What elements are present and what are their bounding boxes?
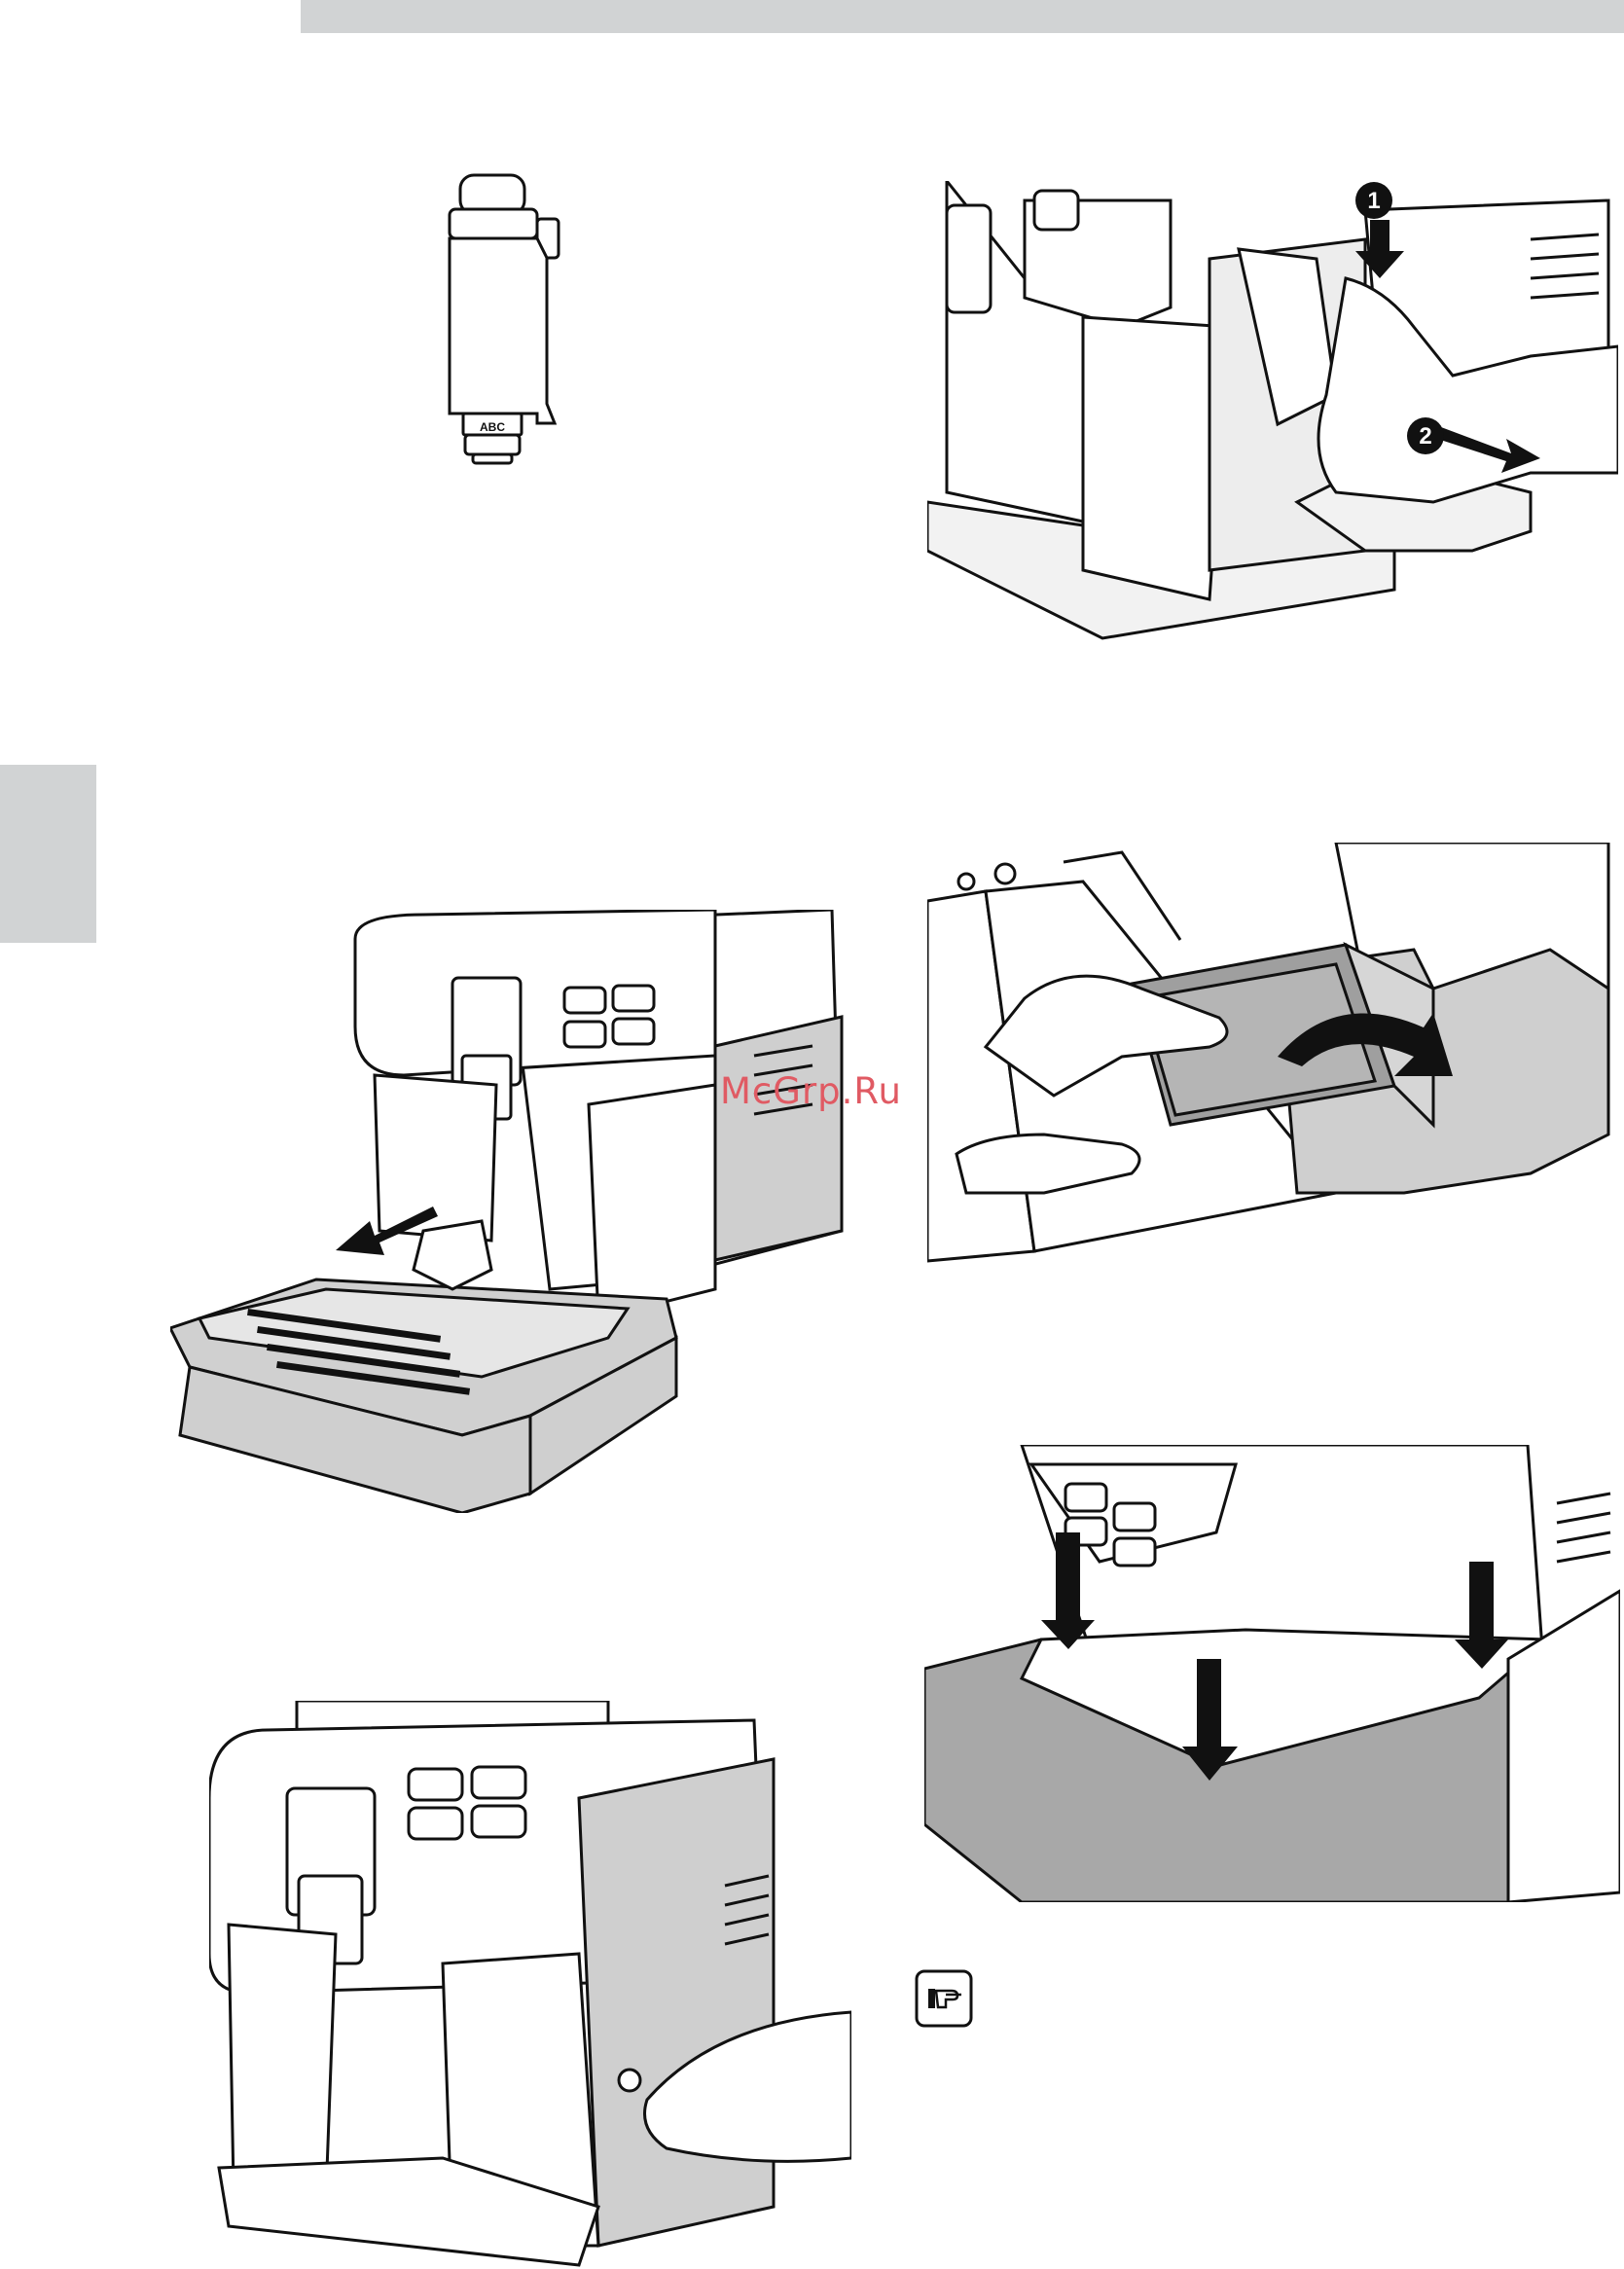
step-1-badge: 1: [1367, 188, 1380, 214]
insert-drip-tray-illustration: [924, 1445, 1620, 1902]
open-drip-tray-lid-illustration: [927, 843, 1618, 1290]
remove-brew-unit-illustration: 1 2: [927, 181, 1618, 658]
hand-pointing-note-icon: [915, 1969, 973, 2028]
step-2-badge: 2: [1419, 423, 1431, 450]
water-filter-illustration: ABC: [428, 165, 584, 467]
header-bar: [301, 0, 1624, 33]
drip-tray-removal-illustration: [170, 910, 847, 1513]
service-door-illustration: [209, 1701, 851, 2267]
section-tab: [0, 765, 96, 943]
filter-code-label: ABC: [480, 420, 505, 434]
watermark-text: McGrp.Ru: [720, 1070, 902, 1112]
